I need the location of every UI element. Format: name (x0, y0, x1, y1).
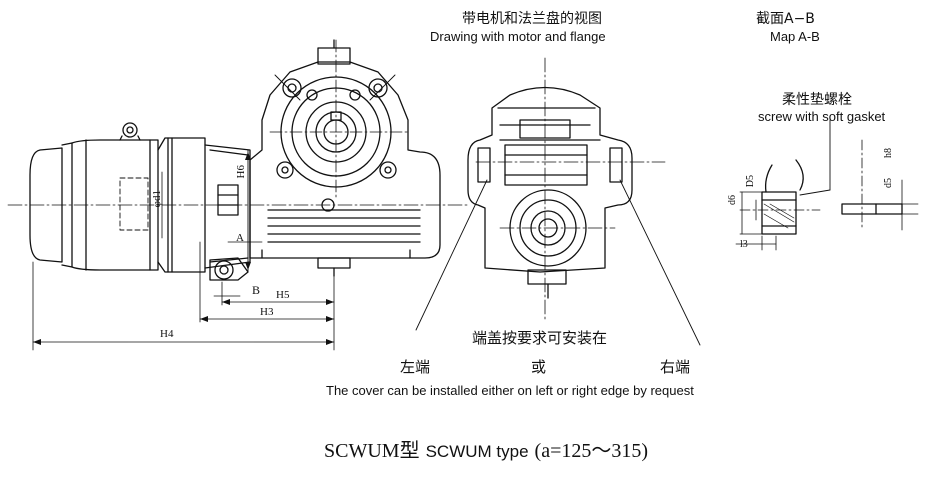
cover-or-cn: 或 (531, 358, 547, 376)
cover-left-cn: 左端 (400, 358, 431, 376)
gasket-label-cn: 柔性垫螺栓 (782, 92, 852, 108)
cover-note-en: The cover can be installed either on lef… (326, 383, 694, 398)
front-view (415, 57, 701, 346)
dim-l3: l3 (740, 239, 748, 250)
top-view-title-cn: 带电机和法兰盘的视图 (462, 11, 602, 27)
model-range: (a=125～315) (534, 440, 649, 462)
cover-title-cn: 端盖按要求可安装在 (472, 329, 608, 347)
model-caption: SCWUM型 SCWUM type (a=125～315) (324, 441, 648, 461)
dim-d5-top: D5 (745, 175, 756, 188)
section-a-b-view (735, 119, 919, 251)
model-prefix: SCWUM型 (324, 440, 420, 462)
dim-h6: H6 (235, 165, 247, 179)
dim-h4: H4 (160, 328, 174, 340)
top-view-title-en: Drawing with motor and flange (430, 29, 606, 44)
dim-d5: d5 (883, 178, 894, 188)
motor-side-view (7, 39, 471, 351)
dim-a: A (236, 232, 244, 244)
gasket-label-en: screw with soft gasket (758, 109, 886, 124)
dim-h8: h8 (883, 148, 894, 158)
dim-phi-d1: φd1 (151, 190, 163, 208)
dim-b: B (252, 283, 261, 297)
dim-d6: d6 (727, 195, 738, 205)
dim-h5: H5 (276, 289, 290, 301)
model-en: SCWUM type (425, 442, 529, 461)
section-title-cn: 截面A−B (756, 11, 815, 27)
dim-h3: H3 (260, 306, 274, 318)
cover-right-cn: 右端 (660, 358, 691, 376)
section-title-en: Map A-B (770, 29, 820, 44)
